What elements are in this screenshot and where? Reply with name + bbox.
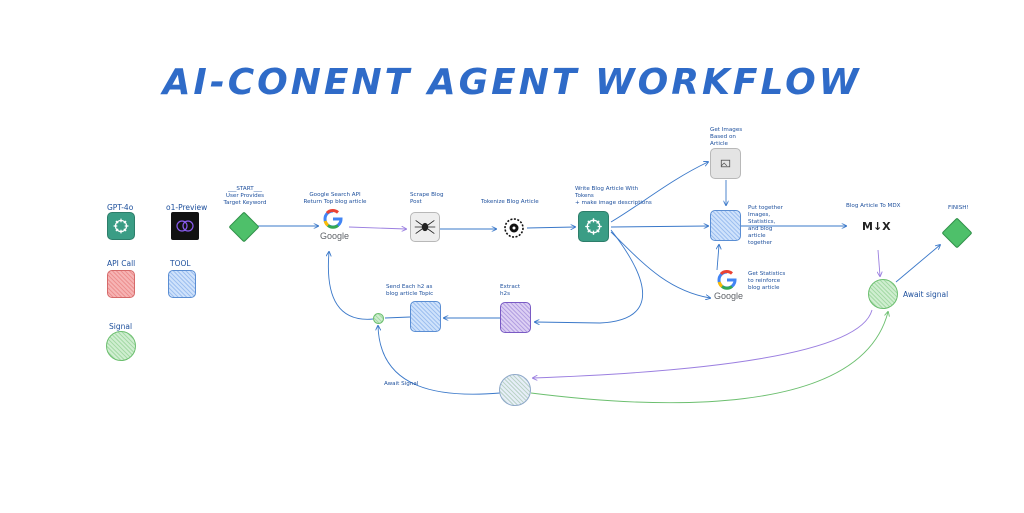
await-signal-bottom-node — [499, 374, 531, 406]
google-icon — [717, 270, 737, 290]
edge-dot-to-google — [328, 252, 374, 320]
legend-api-node — [107, 270, 135, 298]
write-node — [578, 211, 609, 242]
edge-send-to-dot — [384, 316, 411, 319]
spider-icon — [414, 220, 436, 234]
start-label: ___START___ User Provides Target Keyword — [223, 186, 267, 206]
extract-node — [500, 302, 531, 333]
edge-tokenize-to-write — [526, 227, 575, 228]
put-together-label: Put together Images, Statistics, and blo… — [748, 205, 783, 246]
get-stats-label: Get Statistics to reinforce blog article — [748, 271, 786, 291]
extract-label: Extract h2s — [500, 284, 521, 297]
image-icon — [720, 159, 731, 168]
tokenizer-icon — [504, 218, 524, 238]
send-h2-label: Send Each h2 as blog article Topic — [386, 284, 434, 297]
legend-o1-label: o1-Preview — [166, 203, 208, 212]
legend-api-label: API Call — [107, 259, 136, 268]
google-icon — [323, 209, 343, 229]
put-together-node — [710, 210, 741, 241]
edge-write-to-put — [610, 226, 708, 227]
diagram-title: AI-CONENT AGENT WORKFLOW — [162, 62, 862, 103]
openai-icon — [585, 218, 602, 235]
scrape-label: Scrape Blog Post — [410, 192, 444, 205]
legend-tool-label: TOOL — [170, 259, 191, 268]
legend-signal-node — [106, 331, 136, 361]
o1-preview-icon — [176, 220, 194, 232]
send-h2-node — [410, 301, 441, 332]
edge-write-to-images — [610, 162, 708, 223]
mdx-label: Blog Article To MDX — [846, 203, 901, 209]
finish-label: FINISH! — [948, 205, 969, 211]
edge-write-to-stats — [610, 231, 710, 298]
edge-stats-to-put — [717, 245, 719, 271]
legend-gpt4o-label: GPT-4o — [107, 203, 134, 212]
scrape-node — [410, 212, 440, 242]
get-images-node — [710, 148, 741, 179]
write-label: Write Blog Article With Tokens + make im… — [575, 186, 652, 206]
edge-signal-to-finish — [895, 245, 940, 283]
openai-icon — [113, 218, 129, 234]
edge-write-to-extract — [535, 229, 643, 323]
await-signal-right-label: Await signal — [903, 290, 949, 299]
google-search-label: Google Search API Return Top blog articl… — [303, 192, 367, 205]
await-signal-right-node — [868, 279, 898, 309]
edge-bsignal-to-rsignal-green — [530, 312, 888, 404]
await-signal-left-label: Await Signal — [384, 381, 419, 387]
legend-gpt4o-node — [107, 212, 135, 240]
mdx-logo: M↓X — [862, 220, 891, 233]
get-images-label: Get Images Based on Article — [710, 127, 743, 147]
legend-signal-label: Signal — [109, 322, 133, 331]
google-wordmark: Google — [320, 231, 350, 241]
legend-tool-node — [168, 270, 196, 298]
edge-rsignal-to-bsignal-purple — [533, 309, 873, 378]
edge-mdx-to-signal — [878, 249, 880, 276]
legend-o1-node — [171, 212, 199, 240]
tokenize-label: Tokenize Blog Article — [481, 199, 539, 205]
google-wordmark: Google — [714, 291, 744, 301]
edge-google-to-scrape — [348, 227, 406, 229]
edge-bsignal-to-dot — [378, 326, 501, 395]
signal-dot-node — [373, 313, 384, 324]
